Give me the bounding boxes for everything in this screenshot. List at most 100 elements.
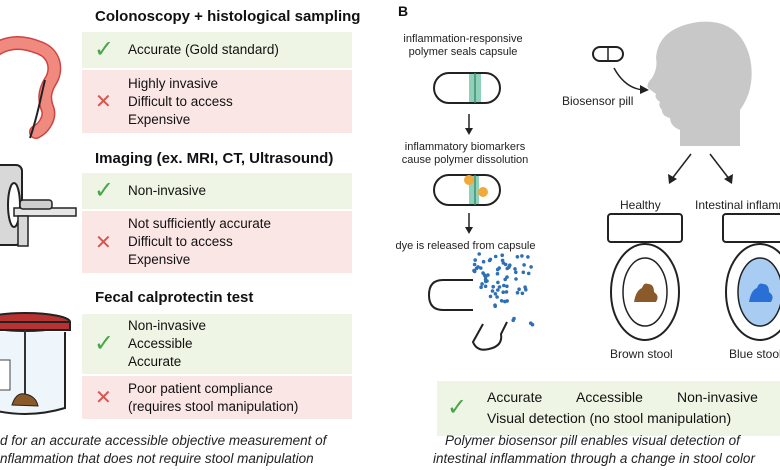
stool-test-jar-illustration: [0, 312, 71, 415]
dye-dot: [488, 257, 493, 262]
dye-dot: [523, 285, 527, 289]
dye-dot: [515, 255, 520, 259]
dissolving-capsule-icon: [433, 174, 501, 206]
pro-box-imaging: ✓ Non-invasive: [82, 173, 352, 209]
dye-dot: [529, 265, 533, 269]
dye-dot: [512, 316, 516, 321]
con-item: Expensive: [128, 252, 191, 267]
dye-dot: [480, 282, 484, 286]
dye-dot: [500, 253, 504, 257]
dye-dot: [477, 252, 481, 256]
dye-dot: [529, 321, 533, 325]
sealed-capsule-icon: [433, 72, 501, 104]
dye-dot: [514, 277, 518, 281]
open-capsule-dye-icon: [427, 252, 535, 351]
dye-dot: [485, 279, 489, 283]
benefit-accessible: Accessible: [576, 389, 643, 405]
pro-item: Accurate: [128, 354, 182, 369]
biosensor-pill-icon: [592, 46, 624, 62]
cross-icon: ✕: [95, 387, 112, 409]
con-box-colonoscopy: ✕ Highly invasive Difficult to access Ex…: [82, 70, 352, 133]
dye-dot: [496, 280, 500, 285]
pro-item: Accurate (Gold standard): [128, 42, 279, 57]
dye-dot: [474, 266, 479, 271]
blue-stool-label: Blue stool: [729, 347, 780, 361]
dye-dot: [501, 290, 505, 294]
dye-dot: [491, 284, 495, 289]
healthy-label: Healthy: [620, 198, 661, 212]
dye-dot: [520, 291, 525, 296]
pro-item: Accessible: [128, 336, 193, 351]
benefits-box: ✓ Accurate Accessible Non-invasive Visua…: [437, 381, 780, 436]
dye-dot: [479, 266, 483, 270]
mri-scanner-illustration: [0, 164, 77, 247]
dye-dot: [505, 275, 509, 279]
pro-box-calprotectin: ✓ Non-invasive Accessible Accurate: [82, 314, 352, 374]
con-item: Expensive: [128, 112, 191, 127]
check-icon: ✓: [447, 394, 468, 421]
dye-dot: [502, 283, 506, 288]
con-item: Not sufficiently accurate: [128, 216, 272, 231]
dye-dot: [472, 269, 477, 274]
brown-stool-label: Brown stool: [610, 347, 673, 361]
con-item: Highly invasive: [128, 76, 219, 91]
arrow-inflamed-icon: [709, 153, 733, 184]
dye-dot: [526, 271, 531, 276]
dye-dot: [479, 285, 483, 289]
con-item: Difficult to access: [128, 234, 233, 249]
dye-dot: [503, 299, 507, 304]
dye-dot: [521, 270, 526, 275]
dye-dot: [515, 290, 520, 295]
check-icon: ✓: [94, 36, 115, 63]
dye-dot: [520, 254, 524, 258]
dye-dot: [517, 287, 521, 291]
inflamed-label: Intestinal inflamm: [695, 198, 780, 212]
con-item: Poor patient compliance: [128, 381, 273, 396]
con-item: Difficult to access: [128, 94, 233, 109]
check-icon: ✓: [94, 177, 115, 204]
biosensor-pill-label: Biosensor pill: [562, 94, 634, 108]
panel-a-caption-line2: nflammation that does not require stool …: [0, 451, 314, 466]
toilet-inflamed-icon: [722, 213, 780, 341]
toilet-healthy-icon: [607, 213, 683, 341]
pro-box-colonoscopy: ✓ Accurate (Gold standard): [82, 32, 352, 68]
head-silhouette-icon: [647, 21, 752, 146]
benefit-visual-detection: Visual detection (no stool manipulation): [487, 410, 732, 426]
step2-label: inflammatory biomarkers cause polymer di…: [401, 141, 529, 166]
dye-dot: [490, 289, 495, 293]
con-box-calprotectin: ✕ Poor patient compliance (requires stoo…: [82, 376, 352, 419]
dye-dot: [481, 259, 486, 264]
dye-dot: [504, 290, 509, 294]
dye-dot: [493, 254, 498, 259]
panel-b-label: B: [398, 3, 409, 19]
dye-dot: [513, 267, 517, 271]
check-icon: ✓: [94, 330, 115, 357]
dye-dot: [493, 303, 497, 307]
dye-dot: [522, 263, 526, 267]
dye-dot: [483, 275, 488, 279]
pro-item: Non-invasive: [128, 183, 207, 198]
colon-illustration: [0, 36, 62, 139]
dye-dot: [496, 288, 500, 292]
dye-dot: [493, 292, 498, 296]
dye-dot: [526, 255, 530, 259]
con-item: (requires stool manipulation): [128, 399, 299, 414]
dye-dot: [488, 294, 493, 299]
panel-b-caption-line1: Polymer biosensor pill enables visual de…: [445, 433, 740, 448]
pro-item: Non-invasive: [128, 318, 207, 333]
dye-dot: [501, 261, 506, 265]
con-box-imaging: ✕ Not sufficiently accurate Difficult to…: [82, 211, 352, 273]
arrow-down-icon: [465, 213, 473, 234]
benefit-accurate: Accurate: [487, 389, 543, 405]
section-title-imaging: Imaging (ex. MRI, CT, Ultrasound): [95, 150, 334, 167]
dye-dot: [495, 267, 500, 272]
arrow-down-icon: [465, 114, 473, 135]
panel-b-caption-line2: intestinal inflammation through a change…: [433, 451, 755, 466]
dye-dot: [472, 262, 477, 267]
dye-dot: [514, 270, 518, 275]
dye-dot: [483, 284, 488, 289]
dye-dot: [507, 265, 511, 269]
step1-label: inflammation-responsive polymer seals ca…: [403, 33, 523, 58]
cross-icon: ✕: [95, 232, 112, 254]
dye-dot: [497, 285, 502, 289]
